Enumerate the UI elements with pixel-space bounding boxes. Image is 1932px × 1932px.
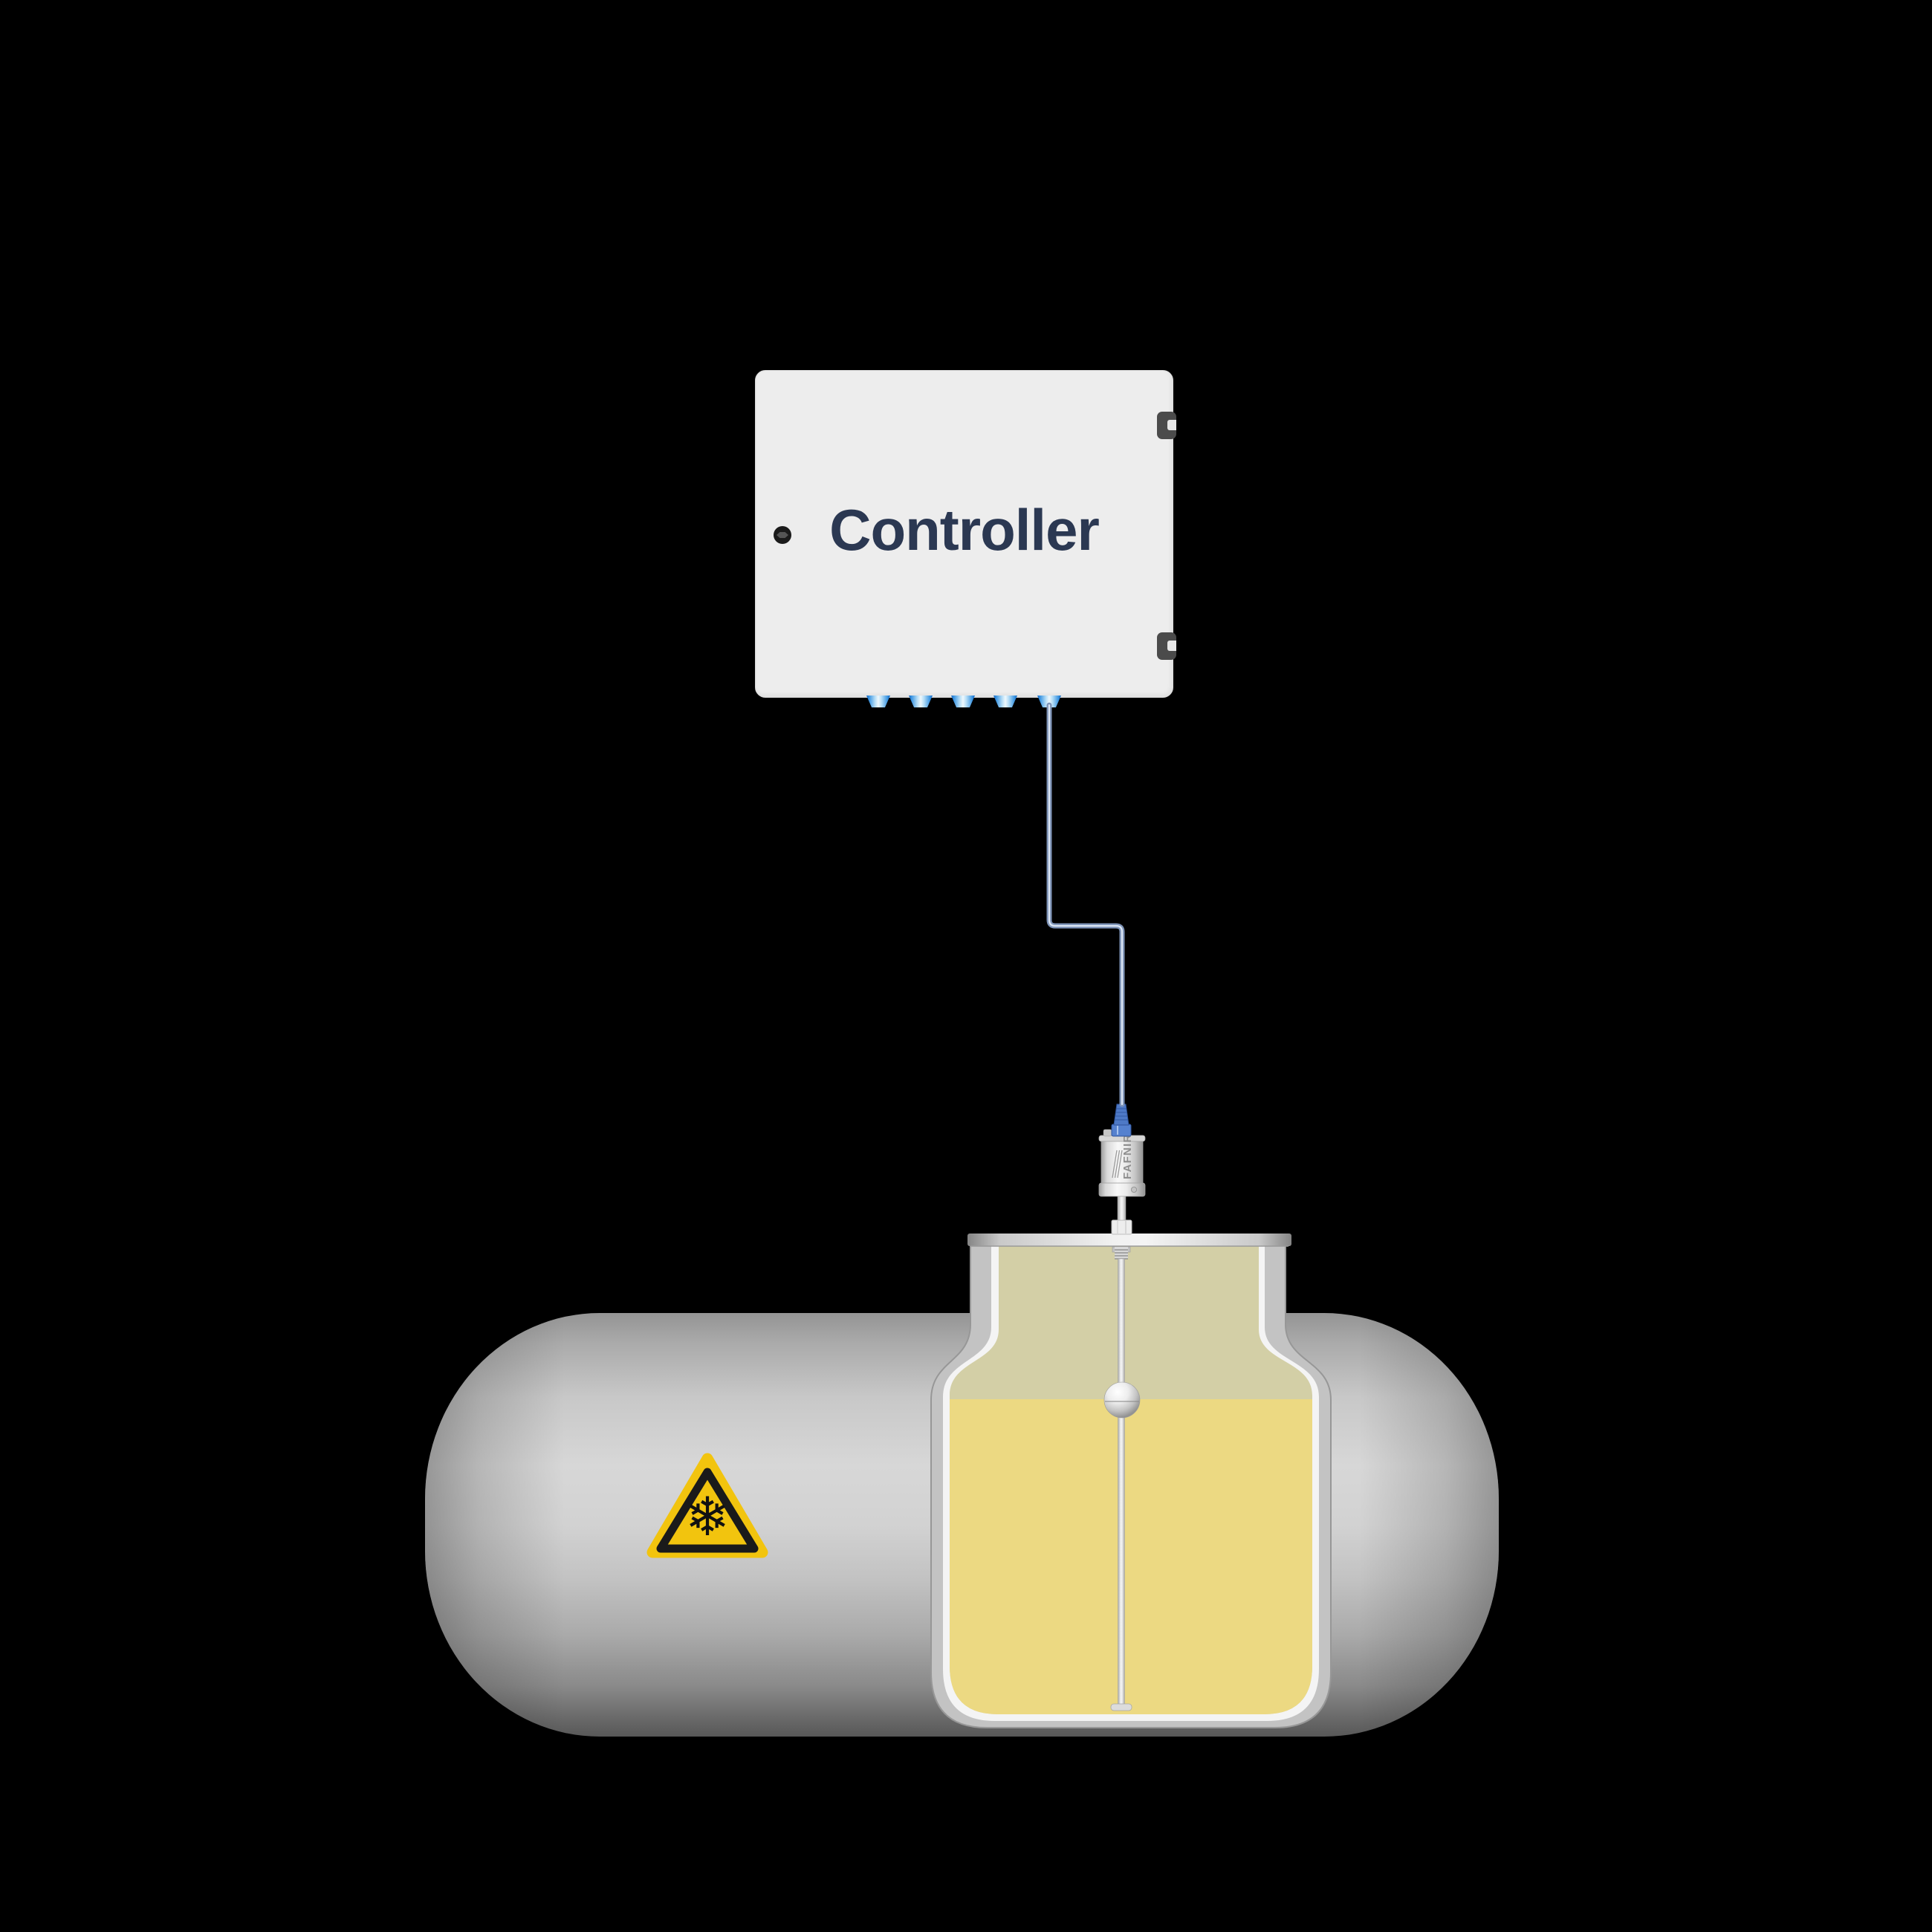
connector-boot [1113, 1103, 1129, 1126]
low-temperature-warning-sign: ❄ [646, 1453, 768, 1558]
sensor-cable [1046, 702, 1125, 1107]
sensor-neck [1117, 1194, 1127, 1221]
cable-gland-icon [909, 696, 933, 707]
fafnir-logo-stripes [1112, 1150, 1123, 1179]
sensor-mount-nut [1111, 1219, 1132, 1235]
probe-foot [1110, 1703, 1132, 1711]
sensor-collar [1098, 1182, 1146, 1197]
connector-hex [1111, 1124, 1132, 1137]
side-plug [1103, 1129, 1112, 1137]
sensor-body [1100, 1139, 1144, 1184]
knob-cam-icon [777, 532, 788, 538]
cable-gland-icon [866, 696, 890, 707]
fafnir-brand-text: FAFNIR [1121, 1134, 1134, 1179]
level-float-icon [1103, 1381, 1141, 1419]
level-probe [1103, 1246, 1141, 1711]
tank-lid-flange [967, 1234, 1291, 1247]
cable-gland-icon [993, 696, 1017, 707]
sign-black-band [656, 1468, 759, 1553]
hinge-notch [1167, 641, 1176, 651]
hinge-notch [1167, 420, 1176, 430]
snowflake-icon: ❄ [685, 1485, 730, 1548]
cable-sheen [1048, 704, 1124, 1106]
controller-label: Controller [829, 497, 1100, 563]
hinge-icon [1157, 412, 1176, 439]
cable-gland-icon [951, 696, 975, 707]
door-knob-icon [774, 526, 791, 544]
cable-outer [1046, 702, 1125, 1107]
tank-cutaway [930, 1234, 1332, 1728]
sensor-head: FAFNIR [1098, 1103, 1146, 1235]
liquid-fill [950, 1399, 1312, 1714]
probe-rod [1118, 1258, 1125, 1706]
controller-box: Controller [755, 370, 1176, 698]
collar-screw [1131, 1187, 1138, 1193]
cable-gland-icon [1037, 696, 1061, 707]
hinge-icon [1157, 632, 1176, 660]
boot-ridges [1115, 1108, 1128, 1121]
